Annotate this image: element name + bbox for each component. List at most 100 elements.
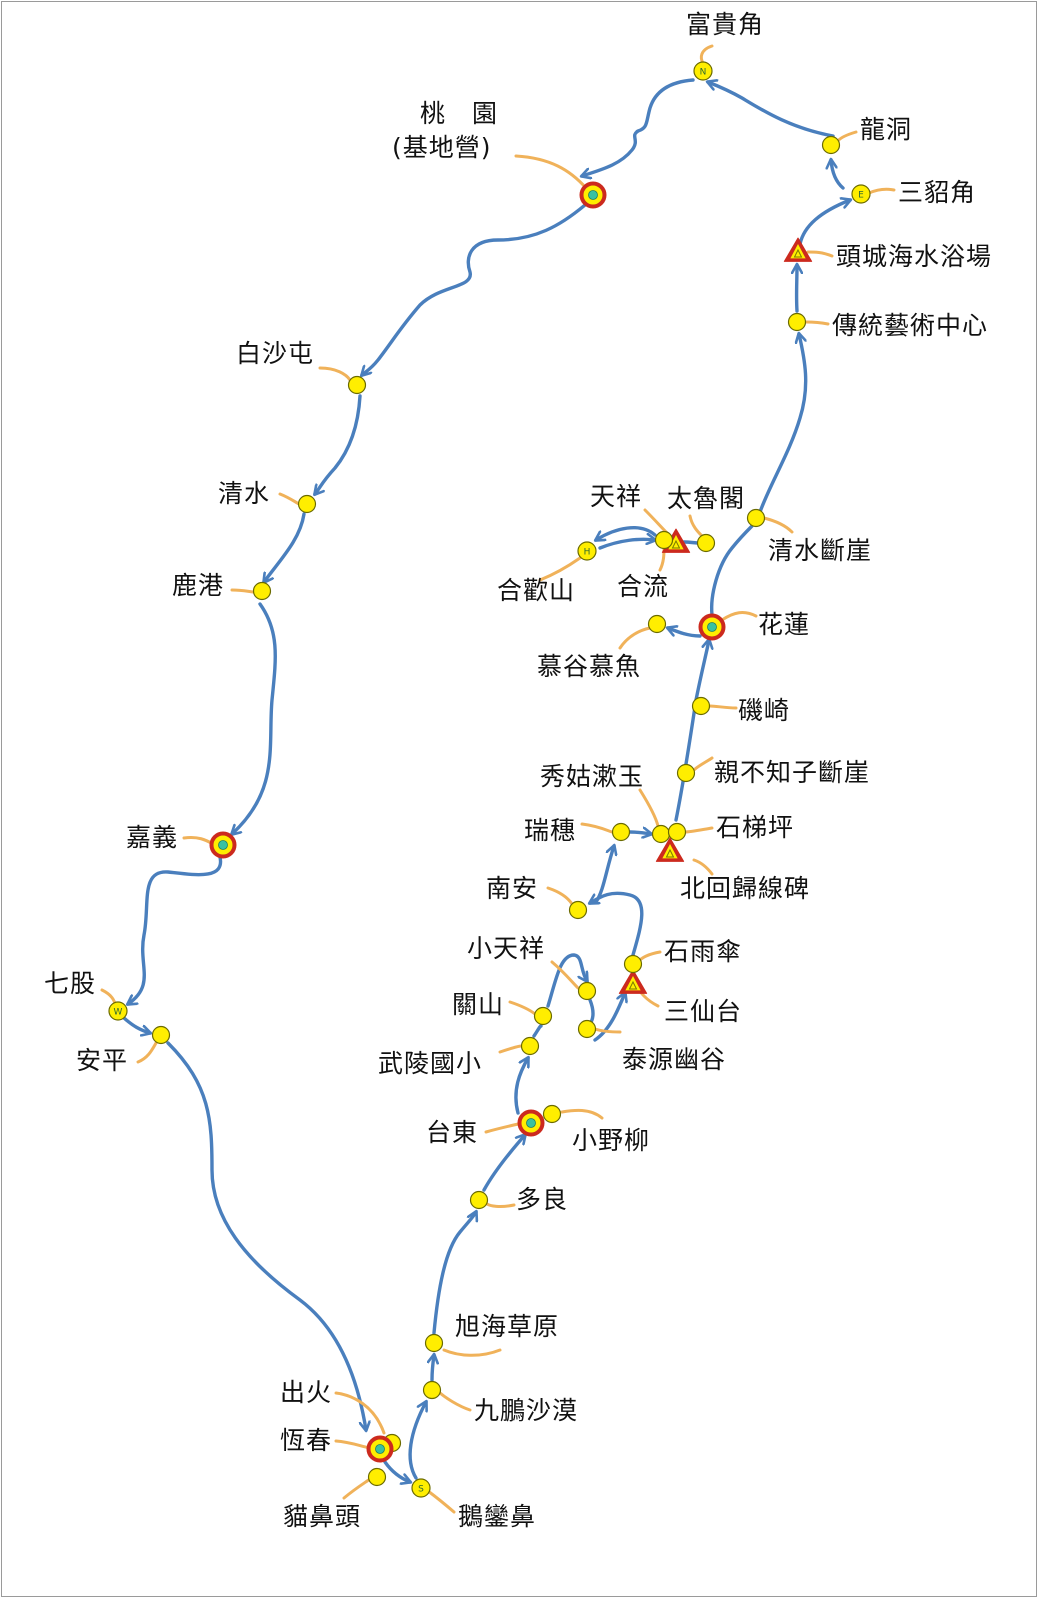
route-taiyuan-sanxiantai: [593, 993, 625, 1042]
marker-hualian: [698, 613, 726, 641]
leader-xiaoyeliu: [560, 1108, 604, 1120]
leader-guanshan: [508, 1000, 537, 1016]
compass-letter-sandiaojiao: E: [858, 191, 864, 201]
route-tianxiang-taroge: [682, 540, 700, 545]
label-qingshui: 清水: [218, 479, 271, 508]
marker-shiyusan: [623, 954, 643, 974]
label-taiyuan: 泰源幽谷: [622, 1045, 727, 1074]
label-leader-lines: [100, 44, 896, 1514]
leader-taidong: [484, 1122, 520, 1134]
route-eluanbi-jiupeng: [408, 1402, 426, 1480]
label-qinbuzhizi: 親不知子斷崖: [714, 758, 871, 787]
label-taoyuan: 桃 園: [420, 99, 499, 128]
compass-letter-hehuanshan: H: [584, 548, 591, 558]
leader-eluanbi: [426, 1489, 456, 1514]
marker-toucheng: [783, 237, 813, 262]
leader-shitiping: [683, 826, 714, 834]
leader-wuling: [498, 1044, 523, 1054]
compass-letter-eluanbi: S: [418, 1485, 424, 1495]
leader-hehuanshan: [538, 556, 582, 582]
marker-guanshan: [533, 1006, 553, 1026]
marker-taoyuan: [579, 181, 607, 209]
leader-chuantong: [804, 320, 830, 326]
label-xiaoyeliu: 小野柳: [572, 1126, 651, 1155]
route-jiupeng-xuhai: [432, 1355, 434, 1382]
marker-xiuguluan: [651, 824, 671, 844]
leader-lugang: [230, 588, 256, 594]
route-qingshui-chuantong: [758, 334, 808, 514]
route-taoyuan-baishatun: [362, 203, 587, 375]
label-sandiaojiao: 三貂角: [898, 178, 977, 207]
label-chuhuo: 出火: [280, 1378, 333, 1407]
label-guanshan: 關山: [452, 990, 505, 1019]
label-baishatun: 白沙屯: [236, 339, 315, 368]
leader-jiupeng: [438, 1391, 472, 1412]
label-toucheng: 頭城海水浴場: [836, 242, 993, 271]
label-xuhai: 旭海草原: [455, 1312, 560, 1341]
route-hehuanshan-heliu: [598, 539, 655, 550]
leader-beihuiguixian: [692, 858, 714, 876]
leader-qinbuzhizi: [692, 756, 714, 772]
route-guanshan-xiaotianxiang: [546, 953, 587, 1008]
marker-wuling: [520, 1036, 540, 1056]
route-wuling-guanshan: [532, 1024, 543, 1038]
leader-anping: [136, 1041, 158, 1064]
marker-hehuanshan: H: [577, 541, 597, 561]
label-hualian: 花蓮: [758, 610, 811, 639]
label-nanan: 南安: [486, 874, 539, 903]
leader-duoliang: [485, 1202, 516, 1209]
marker-hengchun: [366, 1435, 394, 1463]
marker-fuguijiao: N: [693, 61, 713, 81]
compass-letter-fuguijiao: N: [700, 68, 707, 78]
leader-chuhuo: [334, 1391, 386, 1435]
leader-jiqi: [708, 704, 738, 710]
marker-jiupeng: [422, 1380, 442, 1400]
label-maobitou: 貓鼻頭: [283, 1502, 362, 1531]
leader-xuhai: [442, 1348, 502, 1357]
marker-qingshui: [297, 494, 317, 514]
route-ruisui-xiuguluan: [628, 832, 651, 834]
route-hualian-mugumuyu: [668, 628, 702, 638]
marker-qigu: W: [108, 1001, 128, 1021]
label-hengchun: 恆春: [280, 1426, 333, 1455]
route-qingshui-lugang: [264, 512, 306, 582]
label-anping: 安平: [76, 1046, 129, 1075]
marker-eluanbi: S: [411, 1478, 431, 1498]
route-heliu-hehuanshan: [596, 526, 657, 540]
marker-qinbuzhizi: [676, 763, 696, 783]
marker-heliu: [654, 530, 674, 550]
label-sanxiantai: 三仙台: [664, 997, 743, 1026]
label-shiyusan: 石雨傘: [664, 937, 743, 966]
leader-xiuguluan: [638, 788, 660, 828]
marker-nanan: [568, 900, 588, 920]
leader-fuguijiao: [699, 44, 714, 65]
map-frame: [1, 1, 1037, 1597]
leader-ruisui: [580, 822, 614, 834]
route-toucheng-sandiao: [798, 200, 850, 246]
marker-xuhai: [424, 1333, 444, 1353]
route-hualian-qingshui: [709, 524, 754, 617]
leader-jiayi: [182, 836, 215, 846]
label-ruisui: 瑞穗: [524, 816, 577, 845]
leader-toucheng: [806, 250, 834, 258]
route-baishatun-qingshui: [315, 394, 362, 494]
route-qigu-anping: [122, 1016, 150, 1033]
route-lines: [122, 78, 850, 1482]
label-shitiping: 石梯坪: [716, 813, 795, 842]
marker-sanxiantai: [618, 969, 648, 994]
label-duoliang: 多良: [516, 1185, 569, 1214]
leader-taoyuan: [514, 154, 588, 190]
route-taidong-wuling: [514, 1058, 528, 1115]
marker-maobitou: [367, 1467, 387, 1487]
marker-sandiaojiao: E: [851, 184, 871, 204]
marker-xiaoyeliu: [542, 1104, 562, 1124]
marker-taiyuan: [577, 1019, 597, 1039]
marker-shitiping: [667, 822, 687, 842]
label-longdong: 龍洞: [860, 115, 913, 144]
leader-hengchun: [334, 1439, 372, 1450]
label-fuguijiao: 富貴角: [686, 10, 765, 39]
route-lugang-jiayi: [232, 602, 277, 834]
leader-nanan: [546, 886, 574, 906]
label-jiupeng: 九鵬沙漠: [474, 1396, 579, 1425]
